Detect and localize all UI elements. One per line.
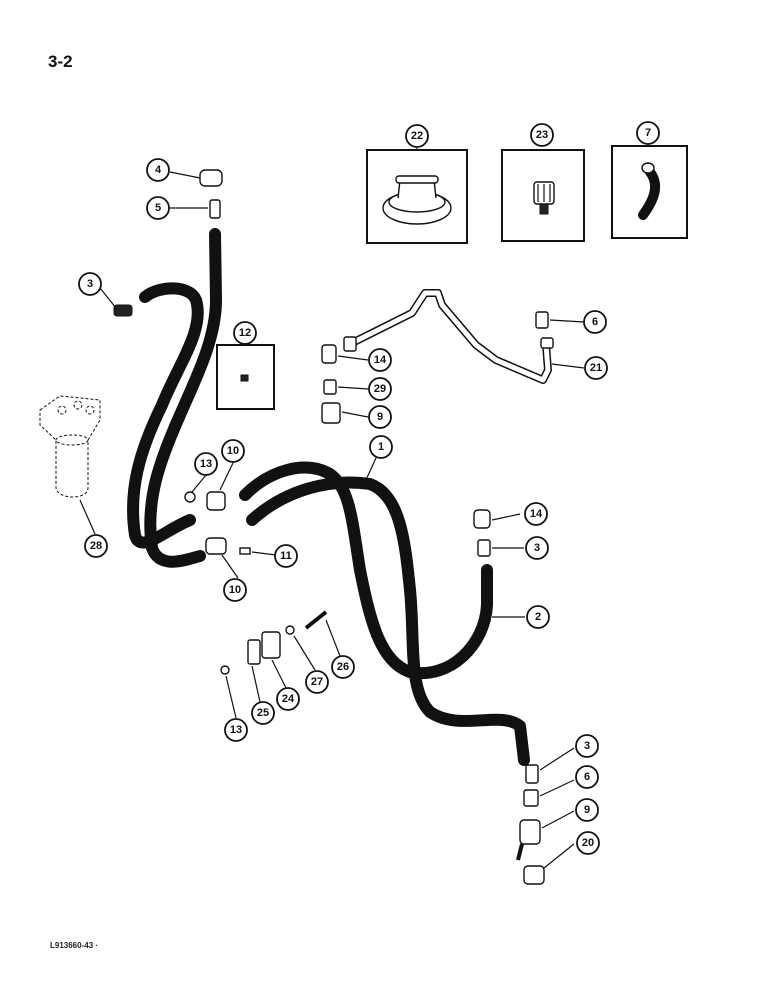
callout-29: 29 — [368, 377, 392, 401]
callout-3-mid: 3 — [525, 536, 549, 560]
callout-10-top: 10 — [221, 439, 245, 463]
leader-lines — [79, 148, 585, 869]
detail-box-23 — [501, 149, 585, 242]
svg-text:24: 24 — [282, 693, 295, 705]
callout-24: 24 — [276, 687, 300, 711]
callout-11: 11 — [274, 544, 298, 568]
svg-text:6: 6 — [584, 771, 590, 783]
svg-text:14: 14 — [374, 354, 387, 366]
callout-4: 4 — [146, 158, 170, 182]
svg-text:25: 25 — [257, 707, 269, 719]
callout-26: 26 — [331, 655, 355, 679]
callout-13-top: 13 — [194, 452, 218, 476]
hose-left-loop — [127, 228, 222, 568]
callout-22: 22 — [405, 124, 429, 148]
svg-text:13: 13 — [200, 458, 212, 470]
svg-text:29: 29 — [374, 383, 386, 395]
callout-14-right: 14 — [524, 502, 548, 526]
callout-1: 1 — [369, 435, 393, 459]
callout-10-bottom: 10 — [223, 578, 247, 602]
callout-9-top: 9 — [368, 405, 392, 429]
svg-text:3: 3 — [584, 740, 590, 752]
callout-14-top: 14 — [368, 348, 392, 372]
page-number: 3-2 — [48, 52, 73, 71]
svg-text:4: 4 — [155, 164, 162, 176]
tube-21 — [343, 289, 554, 384]
callout-5: 5 — [146, 196, 170, 220]
svg-text:5: 5 — [155, 202, 161, 214]
svg-text:21: 21 — [590, 362, 602, 374]
svg-text:9: 9 — [584, 804, 590, 816]
fittings — [113, 169, 549, 885]
callout-25: 25 — [251, 701, 275, 725]
callout-3-bottom: 3 — [575, 734, 599, 758]
footer-code: L913660-43 · — [50, 941, 99, 950]
svg-text:10: 10 — [229, 584, 241, 596]
svg-text:26: 26 — [337, 661, 349, 673]
hose-1 — [239, 461, 530, 766]
svg-text:11: 11 — [280, 550, 292, 562]
callout-13-bottom: 13 — [224, 718, 248, 742]
detail-box-12 — [216, 344, 275, 410]
svg-text:3: 3 — [87, 278, 93, 290]
svg-text:20: 20 — [582, 837, 594, 849]
callout-6-top: 6 — [583, 310, 607, 334]
svg-text:3: 3 — [534, 542, 540, 554]
svg-text:9: 9 — [377, 411, 383, 423]
callout-9-bottom: 9 — [575, 798, 599, 822]
callout-21: 21 — [584, 356, 608, 380]
svg-text:6: 6 — [592, 316, 598, 328]
callout-28: 28 — [84, 534, 108, 558]
callout-23: 23 — [530, 123, 554, 147]
filter-28 — [39, 395, 101, 498]
svg-text:7: 7 — [645, 127, 651, 139]
svg-text:10: 10 — [227, 445, 239, 457]
svg-text:27: 27 — [311, 676, 323, 688]
detail-box-22 — [366, 149, 468, 244]
callout-12: 12 — [233, 321, 257, 345]
callout-7: 7 — [636, 121, 660, 145]
svg-text:13: 13 — [230, 724, 242, 736]
svg-text:12: 12 — [239, 327, 251, 339]
callout-2: 2 — [526, 605, 550, 629]
svg-text:28: 28 — [90, 540, 102, 552]
svg-text:2: 2 — [535, 611, 541, 623]
detail-box-7 — [611, 145, 688, 239]
svg-text:22: 22 — [411, 130, 423, 142]
callout-27: 27 — [305, 670, 329, 694]
svg-text:14: 14 — [530, 508, 543, 520]
callout-20: 20 — [576, 831, 600, 855]
svg-text:23: 23 — [536, 129, 548, 141]
svg-text:1: 1 — [378, 441, 384, 453]
callout-6-bottom: 6 — [575, 765, 599, 789]
callout-3-left: 3 — [78, 272, 102, 296]
